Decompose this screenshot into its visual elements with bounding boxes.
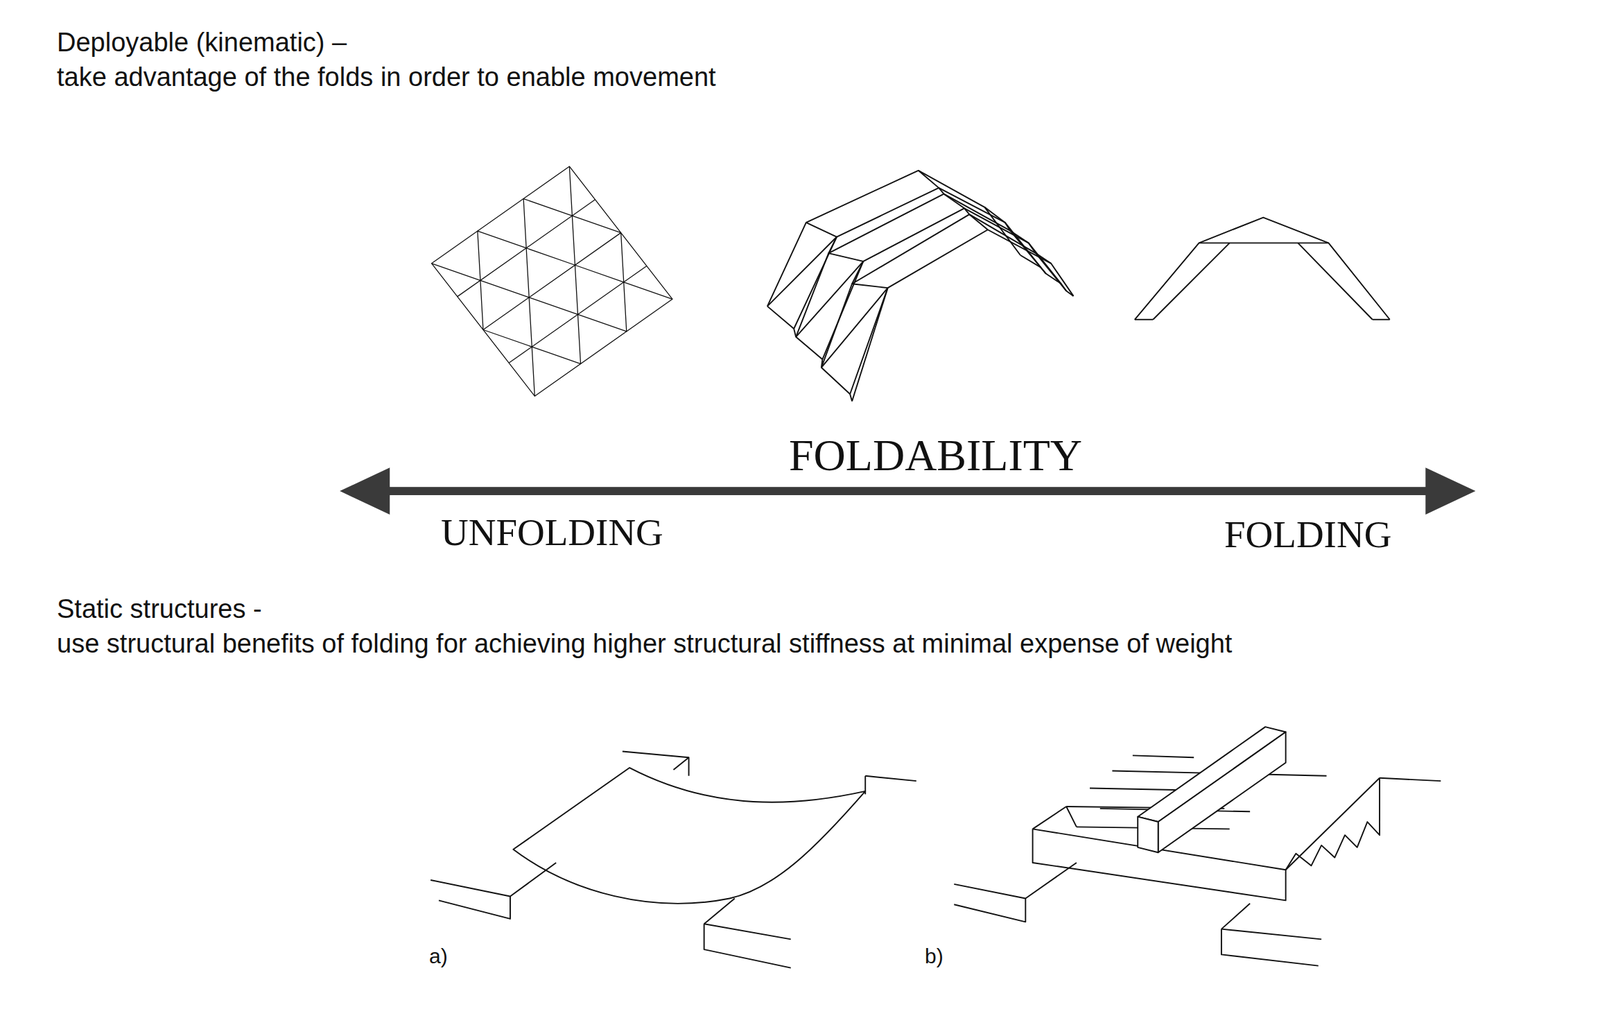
heading-note: take advantage of the folds in order to … bbox=[56, 62, 717, 93]
figure-label: a) bbox=[429, 944, 448, 969]
folded-profile bbox=[1134, 217, 1390, 320]
folded-plate-sketch bbox=[953, 726, 1441, 965]
folded-arch bbox=[767, 170, 1074, 402]
heading-note: use structural benefits of folding for a… bbox=[56, 628, 1232, 660]
axis-title: FOLDABILITY bbox=[788, 429, 1083, 482]
axis-end-label: FOLDING bbox=[1224, 512, 1392, 556]
flat-plate-sketch bbox=[430, 750, 917, 968]
figure-label: b) bbox=[924, 944, 944, 969]
heading: Deployable (kinematic) – bbox=[56, 27, 347, 59]
heading: Static structures - bbox=[56, 594, 263, 625]
flat-pattern bbox=[431, 166, 673, 396]
axis-end-label: UNFOLDING bbox=[440, 510, 664, 554]
